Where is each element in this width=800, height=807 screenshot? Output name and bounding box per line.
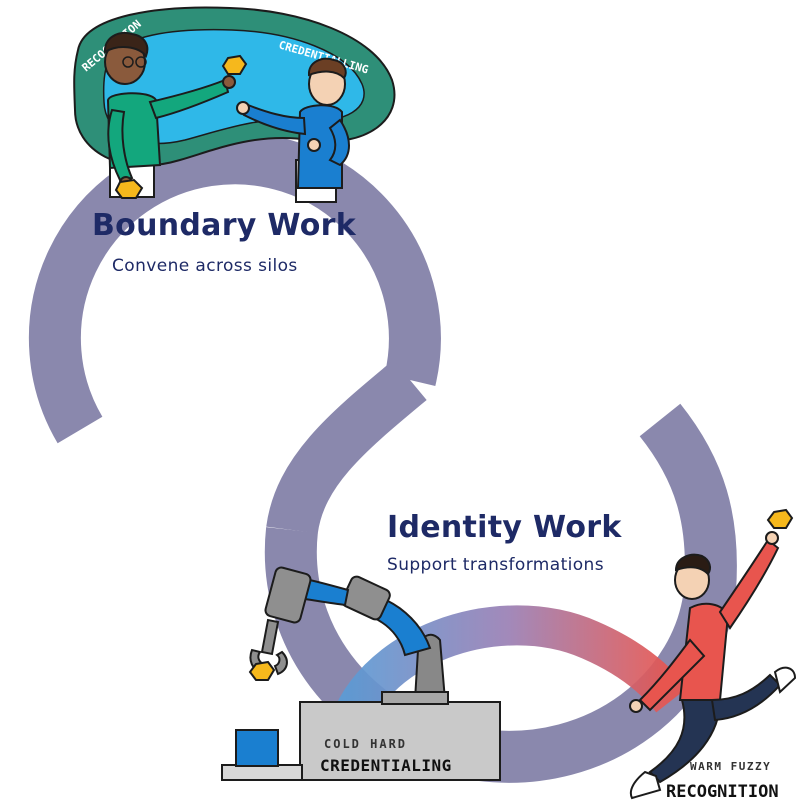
recognition-token-held: [221, 54, 248, 75]
identity-work-title: Identity Work: [387, 510, 622, 545]
lower-loop-arc: [264, 403, 737, 783]
cold-warm-arc: [325, 605, 688, 746]
machine-label-top: COLD HARD: [324, 737, 407, 751]
identity-work-subtitle: Support transformations: [387, 555, 604, 575]
connecting-arc: [266, 360, 427, 535]
person-token: [766, 508, 794, 529]
person-label-bottom: RECOGNITION: [666, 782, 779, 802]
machine-label-bottom: CREDENTIALING: [320, 756, 452, 775]
recognition-token-hip: [114, 178, 144, 199]
robot-arm: [221, 566, 501, 781]
person-label-top: WARM FUZZY: [690, 760, 771, 773]
person-blue-sweater: [236, 57, 350, 203]
upper-loop-arc: [28, 132, 441, 444]
boundary-work-subtitle: Convene across silos: [112, 256, 298, 276]
boundary-work-title: Boundary Work: [92, 208, 356, 243]
machine-token: [248, 660, 276, 681]
person-red-sweater: [629, 531, 797, 800]
